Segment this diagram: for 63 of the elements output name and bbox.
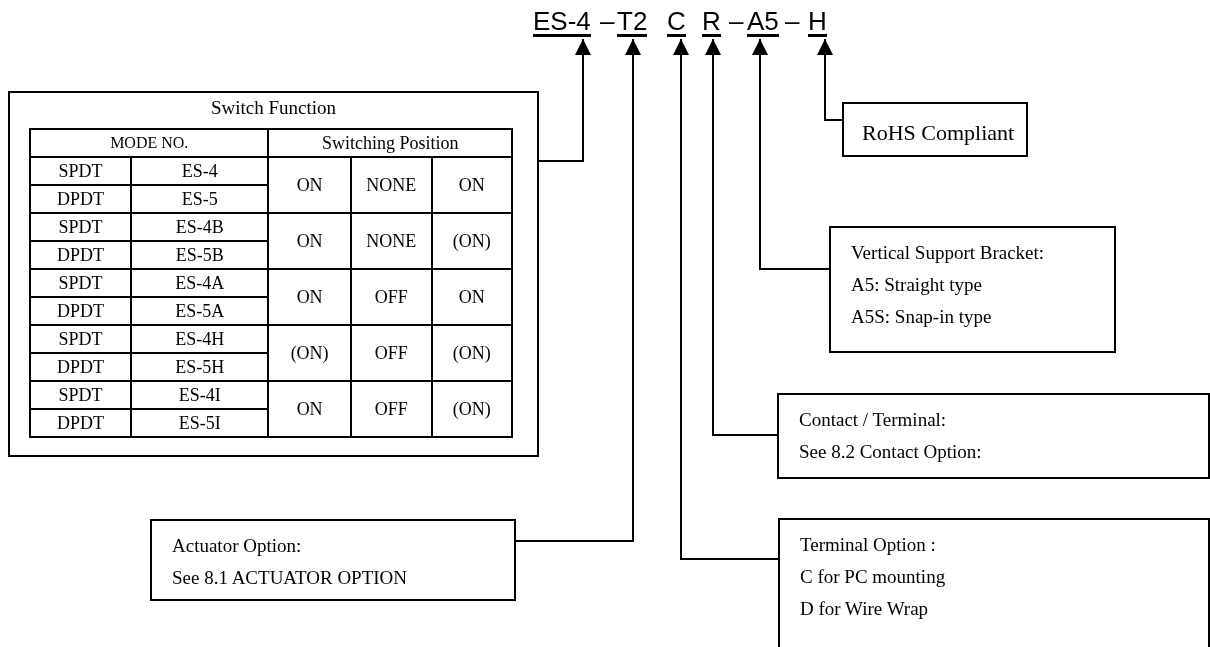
separator-dash: – bbox=[785, 8, 800, 34]
callout-box bbox=[829, 226, 1116, 353]
table-cell: ES-4H bbox=[130, 325, 269, 353]
callout-text: RoHS Compliant bbox=[862, 122, 1015, 144]
callout-text: Contact / Terminal: bbox=[799, 409, 947, 431]
table-cell: ES-4I bbox=[130, 381, 269, 409]
callout-text: D for Wire Wrap bbox=[800, 598, 929, 620]
callout-box bbox=[842, 102, 1028, 157]
table-cell: ES-4 bbox=[130, 157, 269, 185]
table-cell: (ON) bbox=[431, 325, 512, 381]
table-cell: OFF bbox=[350, 325, 432, 381]
table-cell: ON bbox=[268, 269, 351, 325]
table-cell: OFF bbox=[350, 269, 432, 325]
part-code: C bbox=[667, 8, 686, 37]
separator-dash: – bbox=[729, 8, 744, 34]
table-cell: SPDT bbox=[30, 325, 131, 353]
table-title: Switch Function bbox=[209, 97, 338, 119]
separator-dash: – bbox=[600, 8, 615, 34]
table-cell: ON bbox=[431, 269, 512, 325]
callout-text: Terminal Option : bbox=[800, 534, 936, 556]
table-cell: OFF bbox=[350, 381, 432, 437]
table-cell: (ON) bbox=[268, 325, 351, 381]
table-cell: ES-4A bbox=[130, 269, 269, 297]
table-cell: ES-4B bbox=[130, 213, 269, 241]
callout-box bbox=[150, 519, 516, 601]
table-cell: DPDT bbox=[30, 353, 131, 381]
leader-arrow bbox=[817, 38, 844, 121]
callout-text: A5: Straight type bbox=[851, 274, 982, 296]
callout-box bbox=[777, 393, 1210, 479]
leader-arrow bbox=[673, 38, 780, 560]
table-cell: DPDT bbox=[30, 409, 131, 437]
callout-text: See 8.2 Contact Option: bbox=[799, 441, 982, 463]
leader-arrow bbox=[705, 38, 779, 436]
table-cell: SPDT bbox=[30, 157, 131, 185]
table-cell: DPDT bbox=[30, 297, 131, 325]
table-cell: NONE bbox=[350, 157, 432, 213]
callout-box bbox=[8, 91, 539, 457]
callout-text: See 8.1 ACTUATOR OPTION bbox=[172, 567, 408, 589]
table-cell: (ON) bbox=[431, 213, 512, 269]
table-cell: ON bbox=[268, 213, 351, 269]
table-cell: NONE bbox=[350, 213, 432, 269]
part-code: A5 bbox=[747, 8, 779, 37]
table-cell: ON bbox=[431, 157, 512, 213]
part-code: R bbox=[702, 8, 721, 37]
table-header: Switching Position bbox=[268, 129, 512, 157]
callout-text: C for PC mounting bbox=[800, 566, 946, 588]
callout-text: Vertical Support Bracket: bbox=[851, 242, 1045, 264]
table-cell: SPDT bbox=[30, 269, 131, 297]
table-cell: (ON) bbox=[431, 381, 512, 437]
part-code: T2 bbox=[617, 8, 648, 37]
table-cell: SPDT bbox=[30, 381, 131, 409]
table-cell: DPDT bbox=[30, 185, 131, 213]
callout-box bbox=[778, 518, 1210, 647]
leader-arrow bbox=[752, 38, 831, 270]
part-code: ES-4 bbox=[533, 8, 591, 37]
table-cell: ON bbox=[268, 381, 351, 437]
callout-text: A5S: Snap-in type bbox=[851, 306, 992, 328]
table-cell: SPDT bbox=[30, 213, 131, 241]
part-code: H bbox=[808, 8, 827, 37]
table-cell: ON bbox=[268, 157, 351, 213]
table-cell: DPDT bbox=[30, 241, 131, 269]
table-header: MODE NO. bbox=[30, 129, 269, 157]
callout-text: Actuator Option: bbox=[172, 535, 302, 557]
